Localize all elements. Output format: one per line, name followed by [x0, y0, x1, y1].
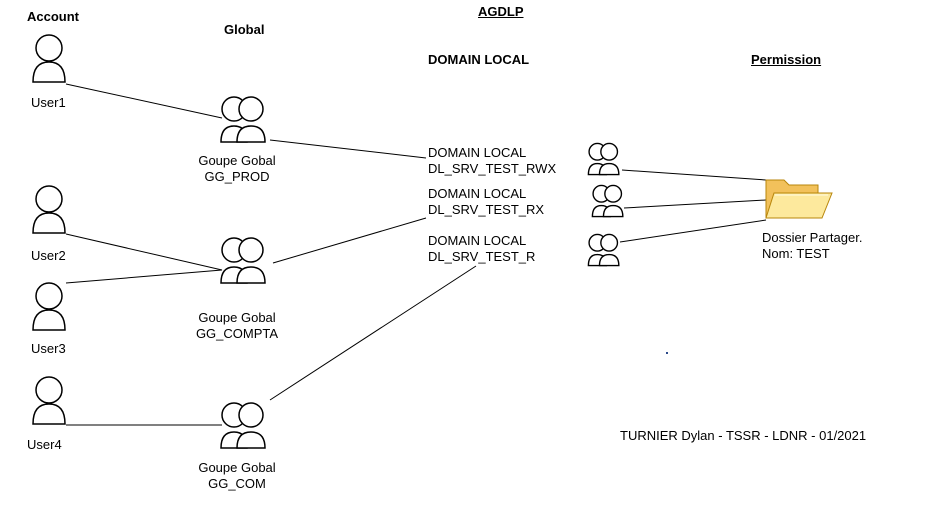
dl-rx-label: DOMAIN LOCAL DL_SRV_TEST_RX [428, 186, 544, 218]
gg-prod-type: Goupe Gobal [198, 153, 276, 168]
permission-header: Permission [751, 52, 822, 67]
link-dl-rx-folder [623, 199, 767, 209]
gg-com-label: Goupe Gobal GG_COM [185, 460, 289, 492]
shared-folder-desc: Dossier Partager. [762, 230, 863, 245]
shared-folder-name: Nom: TEST [762, 246, 830, 261]
link-user1-gg-prod [65, 83, 223, 119]
gg-prod-name: GG_PROD [204, 169, 270, 184]
dl-r-label: DOMAIN LOCAL DL_SRV_TEST_R [428, 233, 535, 265]
dl-r-type: DOMAIN LOCAL [428, 233, 527, 248]
dl-rwx-name: DL_SRV_TEST_RWX [428, 161, 557, 176]
gg-com-name: GG_COM [208, 476, 266, 491]
dl-r-name: DL_SRV_TEST_R [428, 249, 536, 264]
global-header: Global [224, 22, 265, 37]
group-icon [220, 237, 266, 284]
gg-compta-type: Goupe Gobal [198, 310, 276, 325]
dl-rwx-label: DOMAIN LOCAL DL_SRV_TEST_RWX [428, 145, 556, 177]
dl-rx-name: DL_SRV_TEST_RX [428, 202, 545, 217]
gg-prod-label: Goupe Gobal GG_PROD [185, 153, 289, 185]
user-icon [32, 376, 66, 425]
account-header: Account [27, 9, 79, 24]
domain-local-header: DOMAIN LOCAL [428, 52, 530, 67]
link-dl-rwx-folder [621, 169, 767, 181]
link-dl-r-folder [619, 219, 767, 243]
link-gg-prod-dl-rwx [269, 139, 427, 159]
dl-rwx-type: DOMAIN LOCAL [428, 145, 527, 160]
shared-folder-label: Dossier Partager. Nom: TEST [762, 230, 862, 262]
link-gg-com-dl-r [269, 265, 477, 401]
link-gg-compta-dl-rx [272, 217, 427, 264]
user-icon [32, 185, 66, 234]
link-user3-gg-compta [65, 269, 223, 284]
user2-label: User2 [31, 248, 66, 263]
link-user2-gg-compta [65, 233, 223, 271]
user1-label: User1 [31, 95, 66, 110]
user-icon [32, 34, 66, 83]
group-icon [220, 96, 266, 143]
stray-dot [666, 352, 668, 354]
gg-compta-label: Goupe Gobal GG_COMPTA [185, 310, 289, 342]
credit-text: TURNIER Dylan - TSSR - LDNR - 01/2021 [620, 428, 867, 443]
group-icon [591, 184, 624, 218]
user3-label: User3 [31, 341, 66, 356]
dl-rx-type: DOMAIN LOCAL [428, 186, 527, 201]
diagram-title: AGDLP [478, 4, 524, 19]
group-icon [587, 142, 620, 176]
group-icon [220, 402, 266, 449]
gg-compta-name: GG_COMPTA [195, 326, 279, 341]
user4-label: User4 [27, 437, 62, 452]
group-icon [587, 233, 620, 267]
folder-icon [765, 179, 833, 219]
gg-com-type: Goupe Gobal [198, 460, 276, 475]
user-icon [32, 282, 66, 331]
